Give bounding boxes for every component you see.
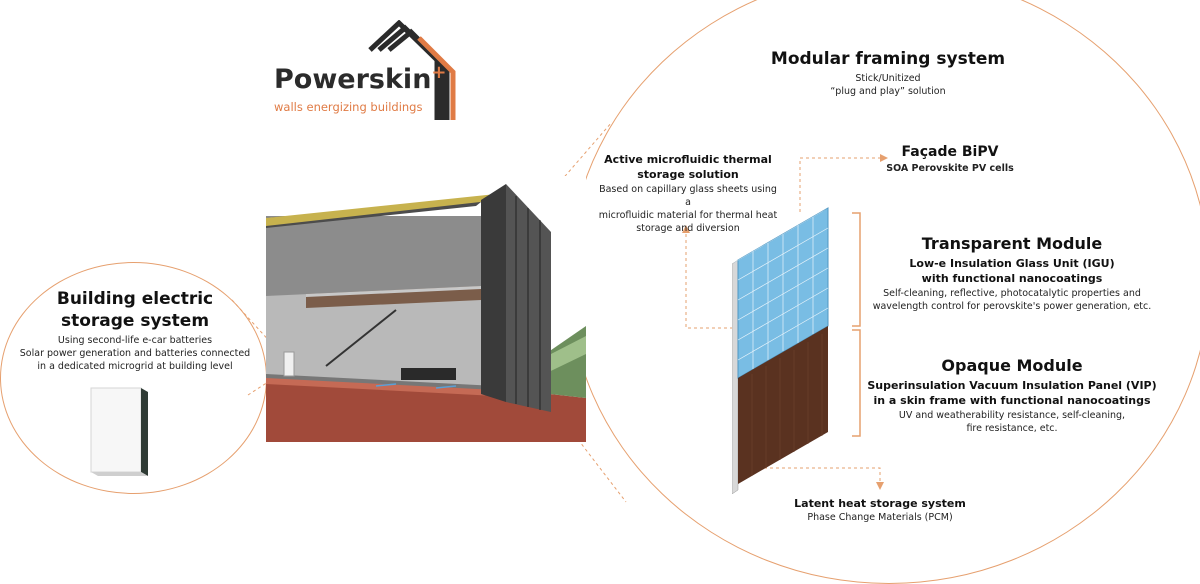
latent-title: Latent heat storage system <box>794 497 966 510</box>
microfluidic-label: Active microfluidic thermal storage solu… <box>598 152 778 235</box>
electric-storage-desc-line1: Using second-life e-car batteries <box>57 335 213 346</box>
arrow-bipv <box>880 154 888 162</box>
left-zoom-line-bottom <box>247 381 269 396</box>
latent-label: Latent heat storage system Phase Change … <box>770 496 990 524</box>
facade-module-illustration <box>732 207 829 494</box>
transparent-desc-line1: Self-cleaning, reflective, photocatalyti… <box>883 288 1141 299</box>
logo-name: Powerskin <box>274 64 432 95</box>
electric-storage-label: Building electric storage system Using s… <box>10 288 260 373</box>
latent-subtitle: Phase Change Materials (PCM) <box>807 512 953 523</box>
building-section-illustration <box>266 176 586 442</box>
framing-label: Modular framing system Stick/Unitized “p… <box>738 48 1038 98</box>
transparent-label: Transparent Module Low-e Insulation Glas… <box>872 234 1152 313</box>
transparent-title: Transparent Module <box>921 234 1103 253</box>
electric-storage-title-line1: Building electric <box>56 289 214 309</box>
electric-storage-title-line2: storage system <box>60 311 210 331</box>
framing-line1: Stick/Unitized <box>855 73 921 84</box>
bipv-subtitle: SOA Perovskite PV cells <box>886 163 1014 174</box>
arrow-microfluidic <box>682 225 690 233</box>
microfluidic-title-line2: storage solution <box>637 168 739 181</box>
opaque-sub-line1: Superinsulation Vacuum Insulation Panel … <box>867 379 1157 392</box>
electric-storage-desc-line3: in a dedicated microgrid at building lev… <box>37 361 233 372</box>
opaque-title: Opaque Module <box>941 356 1083 375</box>
microfluidic-title-line1: Active microfluidic thermal <box>604 153 772 166</box>
electric-storage-desc-line2: Solar power generation and batteries con… <box>19 348 251 359</box>
opaque-desc-line1: UV and weatherability resistance, self-c… <box>898 410 1126 421</box>
transparent-bracket <box>852 212 861 327</box>
battery-unit-illustration <box>90 387 148 476</box>
bipv-label: Façade BiPV SOA Perovskite PV cells <box>880 143 1020 175</box>
arrow-latent <box>876 482 884 490</box>
opaque-label: Opaque Module Superinsulation Vacuum Ins… <box>862 356 1162 435</box>
logo-house-icon <box>368 20 456 120</box>
microfluidic-desc-line3: storage and diversion <box>636 223 740 234</box>
opaque-desc-line2: fire resistance, etc. <box>966 423 1058 434</box>
transparent-sub-line2: with functional nanocoatings <box>921 272 1103 285</box>
bipv-connector <box>799 157 880 212</box>
microfluidic-connector <box>685 232 745 329</box>
framing-line2: “plug and play” solution <box>830 86 946 97</box>
bipv-title: Façade BiPV <box>901 144 999 160</box>
logo-tagline: walls energizing buildings <box>274 100 423 114</box>
microfluidic-desc-line1: Based on capillary glass sheets using a <box>599 184 777 208</box>
logo-superscript: + <box>431 62 447 83</box>
opaque-bracket <box>852 329 861 437</box>
framing-title: Modular framing system <box>770 49 1006 69</box>
latent-connector <box>740 467 881 484</box>
transparent-desc-line2: wavelength control for perovskite's powe… <box>872 301 1152 312</box>
transparent-sub-line1: Low-e Insulation Glass Unit (IGU) <box>909 257 1115 270</box>
microfluidic-desc-line2: microfluidic material for thermal heat <box>598 210 778 221</box>
opaque-sub-line2: in a skin frame with functional nanocoat… <box>873 394 1151 407</box>
logo: Powerskin+ walls energizing buildings <box>272 20 462 130</box>
